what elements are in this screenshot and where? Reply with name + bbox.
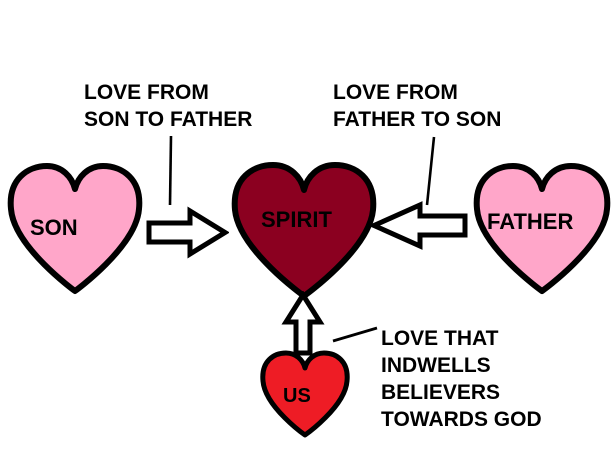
caption-son-to-father-line1: LOVE FROM	[84, 81, 209, 104]
heart-father-shape	[473, 163, 611, 294]
caption-indwelling-line4: TOWARDS GOD	[381, 408, 542, 431]
connector-line-son-to-father	[168, 135, 173, 206]
connector-line-father-to-son	[425, 136, 436, 206]
arrow-us-to-spirit	[281, 291, 325, 356]
caption-indwelling: LOVE THAT INDWELLS BELIEVERS TOWARDS GOD	[381, 325, 542, 433]
caption-father-to-son-line2: FATHER TO SON	[333, 108, 502, 131]
caption-indwelling-line1: LOVE THAT	[381, 327, 499, 350]
caption-father-to-son-line1: LOVE FROM	[333, 81, 458, 104]
heart-spirit[interactable]: SPIRIT	[228, 160, 380, 300]
heart-spirit-shape	[231, 162, 377, 299]
heart-us-shape	[260, 350, 350, 438]
heart-father[interactable]: FATHER	[470, 161, 614, 295]
caption-father-to-son: LOVE FROM FATHER TO SON	[333, 79, 501, 133]
heart-father-label: FATHER	[487, 209, 574, 234]
connector-line-indwelling	[332, 326, 378, 343]
heart-son[interactable]: SON	[4, 161, 146, 295]
arrow-father-to-spirit	[369, 201, 468, 250]
caption-son-to-father: LOVE FROM SON TO FATHER	[84, 79, 252, 133]
caption-son-to-father-line2: SON TO FATHER	[84, 108, 253, 131]
heart-us-label: US	[283, 385, 311, 407]
heart-spirit-label: SPIRIT	[261, 207, 332, 232]
heart-us[interactable]: US	[257, 349, 353, 439]
caption-indwelling-line3: BELIEVERS	[381, 381, 501, 404]
heart-son-label: SON	[30, 215, 78, 240]
heart-son-shape	[7, 163, 143, 294]
caption-indwelling-line2: INDWELLS	[381, 354, 491, 377]
arrow-son-to-spirit	[146, 206, 229, 259]
